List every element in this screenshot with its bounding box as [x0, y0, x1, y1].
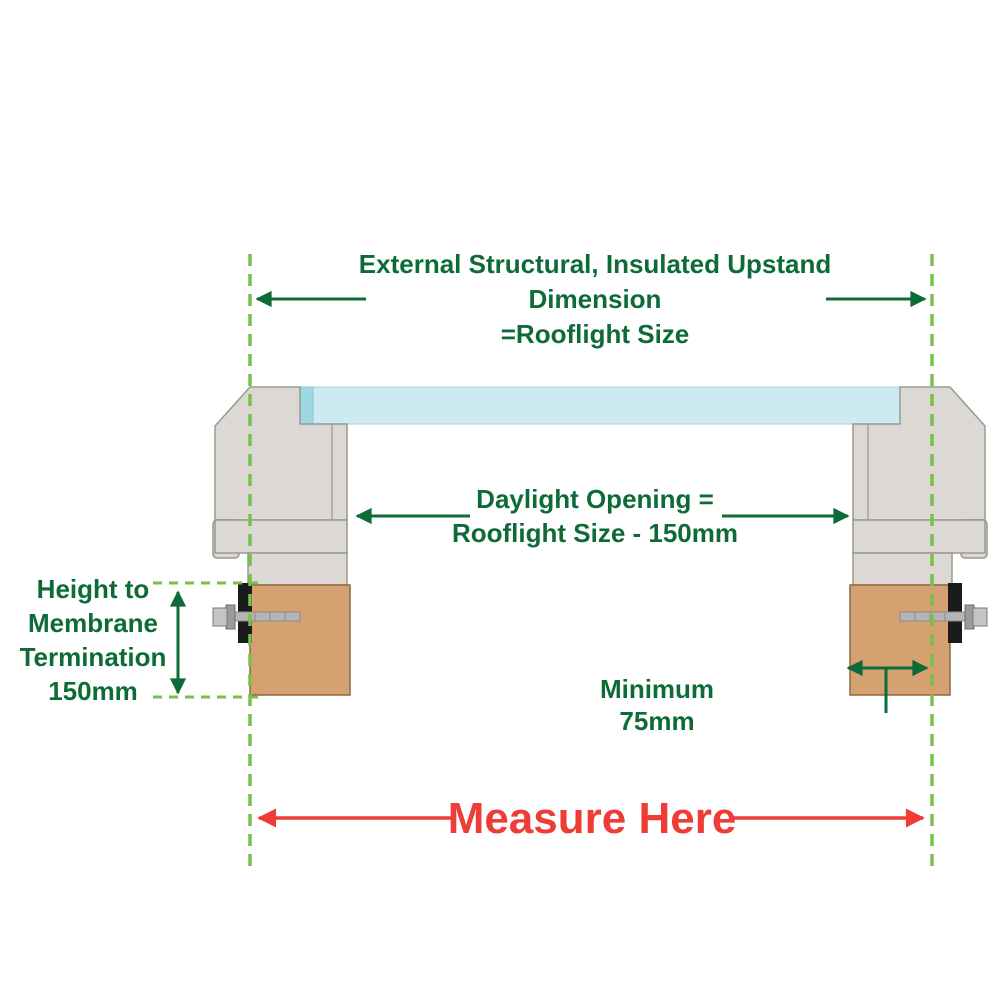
guide-lines [153, 254, 934, 870]
screw-shaft [234, 611, 301, 622]
daylight-opening-line1: Daylight Opening = [476, 484, 714, 514]
minimum-width-annotation: Minimum 75mm [600, 659, 929, 736]
right-frame-mid [852, 519, 986, 554]
screw-fixing-left [212, 604, 301, 630]
glass-panel [299, 386, 901, 425]
right-frame-lower [852, 552, 953, 586]
measure-here-annotation: Measure Here [257, 794, 925, 843]
daylight-opening-line2: Rooflight Size - 150mm [452, 518, 738, 548]
left-frame-mid [214, 519, 348, 554]
right-upstand-frame [852, 386, 988, 586]
green-annotations: External Structural, Insulated Upstand D… [20, 249, 929, 736]
minimum-width-line1: Minimum [600, 674, 714, 704]
screw-head [212, 607, 228, 627]
membrane-height-line1: Height to [37, 574, 150, 604]
upstand-dimension-line2: Dimension [529, 284, 662, 314]
minimum-width-line2: 75mm [619, 706, 694, 736]
left-upstand-frame [212, 386, 348, 586]
screw-head [972, 607, 988, 627]
upstand-dimension-line1: External Structural, Insulated Upstand [359, 249, 831, 279]
upstand-dimension-annotation: External Structural, Insulated Upstand D… [255, 249, 927, 349]
right-timber-kerb [849, 584, 951, 696]
glass-edge [299, 386, 314, 425]
daylight-opening-annotation: Daylight Opening = Rooflight Size - 150m… [355, 484, 850, 548]
left-frame-lower [247, 552, 348, 586]
measure-here-label: Measure Here [448, 794, 737, 843]
membrane-height-line3: Termination [20, 642, 167, 672]
membrane-height-line4: 150mm [48, 676, 138, 706]
left-timber-kerb [249, 584, 351, 696]
upstand-dimension-line3: =Rooflight Size [501, 319, 690, 349]
membrane-height-annotation: Height to Membrane Termination 150mm [20, 574, 187, 706]
cross-section [212, 386, 988, 696]
membrane-height-line2: Membrane [28, 608, 158, 638]
